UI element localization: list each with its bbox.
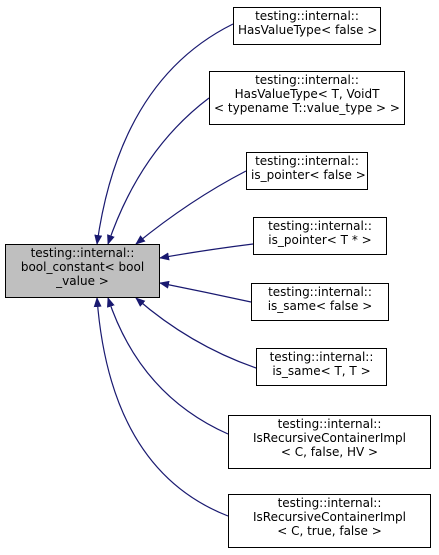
node-line: is_same< T, T > xyxy=(272,364,371,378)
node-is-recursive-container-impl-false-hv[interactable]: testing::internal:: IsRecursiveContainer… xyxy=(228,415,431,469)
node-is-recursive-container-impl-true-false[interactable]: testing::internal:: IsRecursiveContainer… xyxy=(228,494,431,548)
node-line: < C, true, false > xyxy=(277,524,382,538)
node-is-pointer-false[interactable]: testing::internal:: is_pointer< false > xyxy=(246,152,368,190)
inheritance-edge xyxy=(107,297,229,435)
inheritance-edge xyxy=(135,297,257,369)
node-line: HasValueType< false > xyxy=(238,23,378,37)
inheritance-edge xyxy=(159,280,252,303)
node-line: testing::internal:: xyxy=(268,285,372,299)
inheritance-edge xyxy=(135,170,247,245)
inheritance-edge xyxy=(94,23,234,245)
node-line: testing::internal:: xyxy=(268,219,372,233)
node-has-value-type-voidt[interactable]: testing::internal:: HasValueType< T, Voi… xyxy=(209,71,405,125)
node-line: < C, false, HV > xyxy=(280,445,379,459)
node-is-same-false[interactable]: testing::internal:: is_same< false > xyxy=(251,283,389,321)
node-line: testing::internal:: xyxy=(255,73,359,87)
inheritance-edge xyxy=(159,243,254,261)
node-line: _value > xyxy=(56,274,109,288)
node-line: bool_constant< bool xyxy=(20,260,145,274)
node-line: testing::internal:: xyxy=(30,246,135,260)
node-line: is_same< false > xyxy=(267,299,373,313)
node-line: < typename T::value_type > > xyxy=(214,101,400,115)
node-line: is_pointer< false > xyxy=(251,168,366,182)
node-bool-constant: testing::internal:: bool_constant< bool … xyxy=(5,244,160,298)
node-has-value-type-false[interactable]: testing::internal:: HasValueType< false … xyxy=(233,7,381,45)
node-line: testing::internal:: xyxy=(255,154,359,168)
node-line: testing::internal:: xyxy=(277,417,382,431)
node-line: testing::internal:: xyxy=(269,350,374,364)
node-line: testing::internal:: xyxy=(277,496,382,510)
inheritance-edge xyxy=(107,97,210,245)
node-is-pointer-t-ptr[interactable]: testing::internal:: is_pointer< T * > xyxy=(253,217,387,255)
node-line: HasValueType< T, VoidT xyxy=(234,87,380,101)
node-line: IsRecursiveContainerImpl xyxy=(253,431,406,445)
node-line: is_pointer< T * > xyxy=(268,233,372,247)
inheritance-edge xyxy=(93,297,229,517)
node-line: IsRecursiveContainerImpl xyxy=(253,510,406,524)
node-line: testing::internal:: xyxy=(255,9,359,23)
node-is-same-t-t[interactable]: testing::internal:: is_same< T, T > xyxy=(256,348,387,386)
